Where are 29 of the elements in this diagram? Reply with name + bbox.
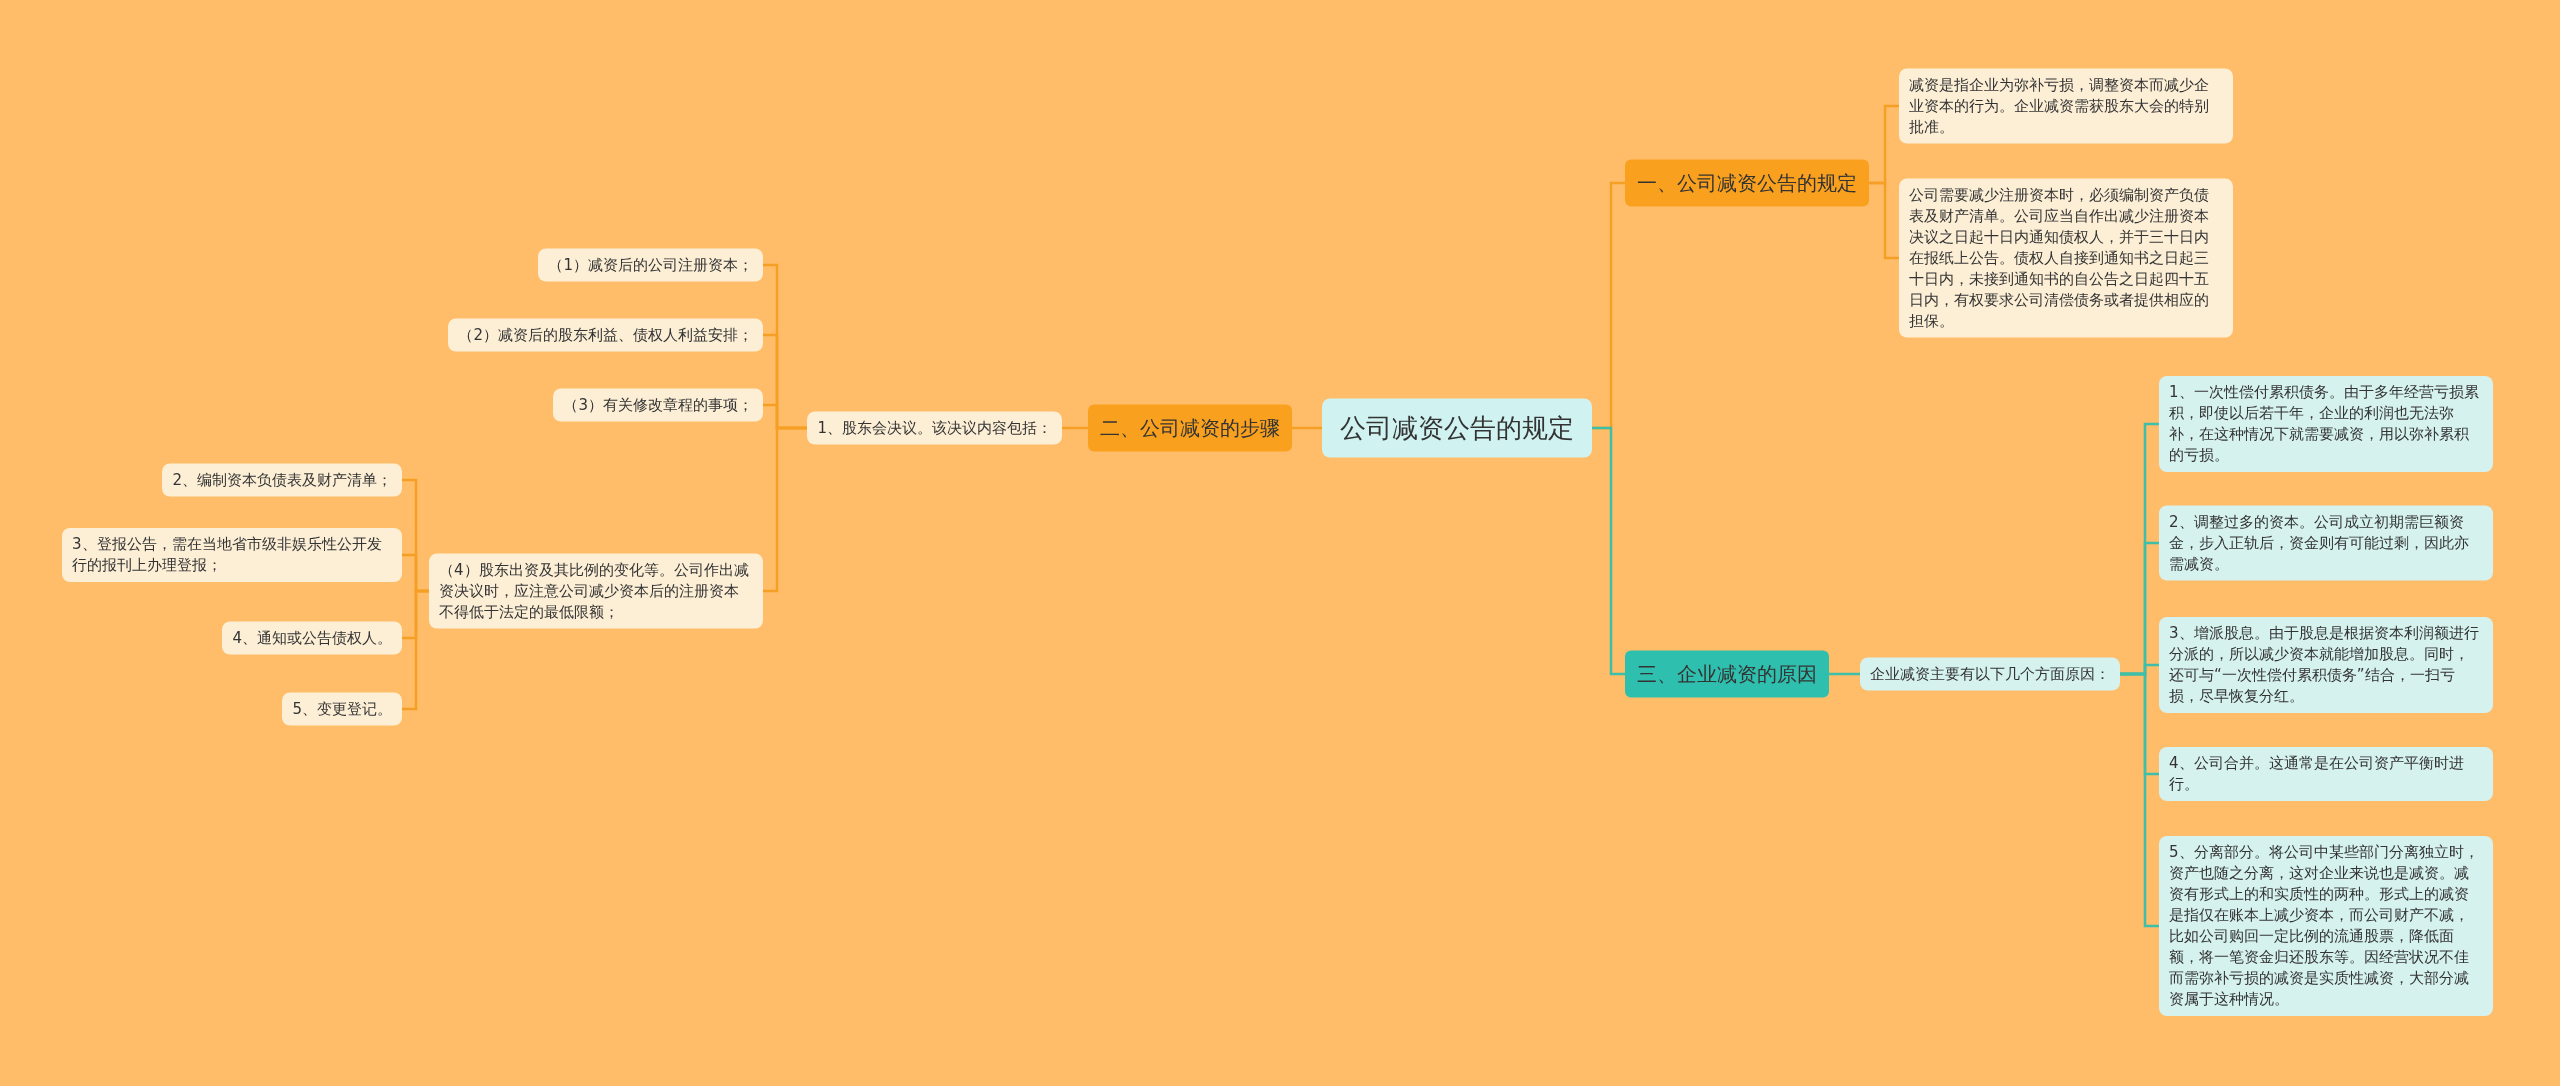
subtopic-card: 4、通知或公告债权人。 (222, 621, 402, 655)
connector-line (1829, 672, 1860, 676)
connector-line (1592, 426, 1625, 676)
connector-line (1869, 181, 1899, 260)
branch-topic: 一、公司减资公告的规定 (1625, 159, 1869, 207)
branch-topic: 三、企业减资的原因 (1625, 650, 1829, 698)
subtopic-card: 企业减资主要有以下几个方面原因： (1860, 657, 2120, 691)
subtopic-card: （4）股东出资及其比例的变化等。公司作出减资决议时，应注意公司减少资本后的注册资本不得低于法定的最低限额； (429, 553, 763, 629)
subtopic-card: 公司需要减少注册资本时，必须编制资产负债表及财产清单。公司应当自作出减少注册资本决议之日起十日内通知债权人，并于三十日内在报纸上公告。债权人自接到通知书之日起三十日内，未接到通知书的自公告之日起四十五日内，有权要求公司清偿债务或者提供相应的担保。 (1899, 178, 2233, 338)
branch-topic: 二、公司减资的步骤 (1088, 404, 1292, 452)
subtopic-card: （2）减资后的股东利益、债权人利益安排； (448, 318, 763, 352)
subtopic-card: 5、分离部分。将公司中某些部门分离独立时，资产也随之分离，这对企业来说也是减资。减资有形式上的和实质性的两种。形式上的减资是指仅在账本上减少资本，而公司财产不减，比如公司购回一定比例的流通股票，降低面额，将一笔资金归还股东等。因经营状况不佳而需弥补亏损的减资是实质性减资，大部分减资属于这种情况。 (2159, 836, 2493, 1016)
subtopic-card: 1、一次性偿付累积债务。由于多年经营亏损累积，即使以后若干年，企业的利润也无法弥补，在这种情况下就需要减资，用以弥补累积的亏损。 (2159, 376, 2493, 472)
subtopic-card: （3）有关修改章程的事项； (553, 388, 763, 422)
subtopic-card: 5、变更登记。 (282, 692, 402, 726)
subtopic-card: 2、调整过多的资本。公司成立初期需巨额资金，步入正轨后，资金则有可能过剩，因此亦需减资。 (2159, 505, 2493, 581)
connector-line (2120, 672, 2159, 928)
connector-line (402, 589, 429, 711)
subtopic-card: 减资是指企业为弥补亏损，调整资本而减少企业资本的行为。企业减资需获股东大会的特别批准。 (1899, 68, 2233, 144)
subtopic-card: 1、股东会决议。该决议内容包括： (807, 411, 1062, 445)
central-topic: 公司减资公告的规定 (1322, 398, 1592, 458)
subtopic-card: 2、编制资本负债表及财产清单； (162, 463, 402, 497)
subtopic-card: （1）减资后的公司注册资本； (538, 248, 763, 282)
connector-line (1062, 426, 1088, 430)
subtopic-card: 4、公司合并。这通常是在公司资产平衡时进行。 (2159, 747, 2493, 801)
connector-line (763, 426, 808, 593)
connector-line (1292, 426, 1322, 430)
subtopic-card: 3、增派股息。由于股息是根据资本利润额进行分派的，所以减少资本就能增加股息。同时，还可与“一次性偿付累积债务”结合，一扫亏损，尽早恢复分红。 (2159, 617, 2493, 713)
subtopic-card: 3、登报公告，需在当地省市级非娱乐性公开发行的报刊上办理登报； (62, 528, 402, 582)
